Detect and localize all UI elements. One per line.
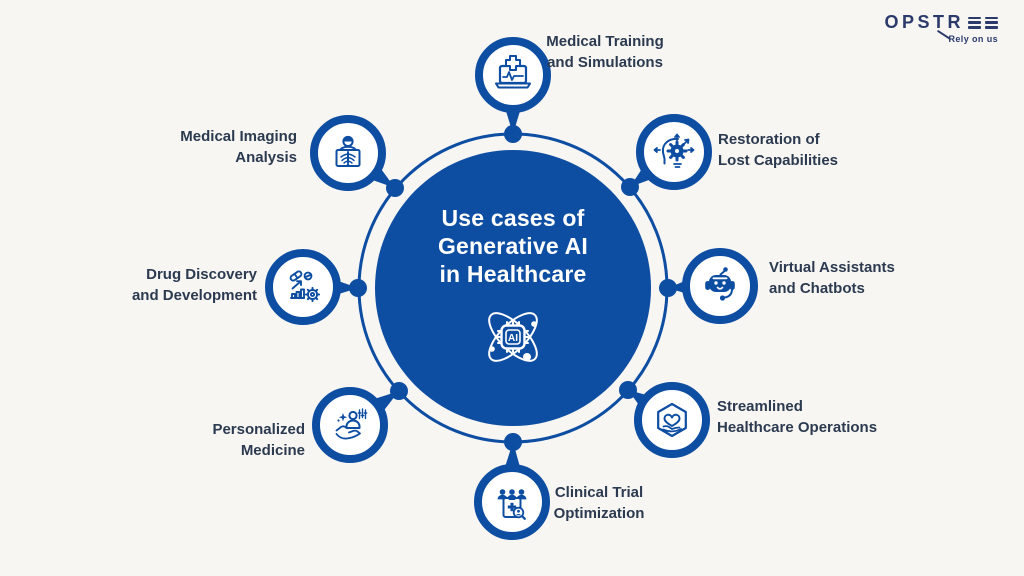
- label-line: Optimization: [553, 505, 645, 522]
- center-title-line: Use cases of: [441, 205, 585, 231]
- chatbot-robot-icon: [705, 267, 735, 301]
- logo-e-bars-icon: [968, 16, 981, 29]
- label-medical-training: Medical Training and Simulations: [537, 31, 673, 73]
- pills-chart-gear-icon: [289, 270, 321, 303]
- bubble-personalized-medicine: [312, 387, 388, 463]
- label-line: Medical Training: [546, 33, 664, 50]
- label-line: Restoration of: [718, 131, 820, 148]
- label-line: Analysis: [235, 149, 297, 166]
- bubble-drug-discovery: [265, 249, 341, 325]
- logo-tagline: Rely on us: [948, 34, 998, 44]
- xray-scan-icon: [335, 135, 361, 167]
- label-line: Drug Discovery: [146, 266, 257, 283]
- logo-brand: OPSTR: [884, 12, 998, 33]
- center-title-line: in Healthcare: [439, 261, 587, 287]
- label-virtual-assistants: Virtual Assistants and Chatbots: [769, 257, 949, 299]
- label-personalized-medicine: Personalized Medicine: [155, 419, 305, 461]
- label-line: Clinical Trial: [554, 484, 644, 501]
- label-line: Healthcare Operations: [717, 419, 878, 436]
- label-streamlined-operations: Streamlined Healthcare Operations: [717, 396, 907, 438]
- label-drug-discovery: Drug Discovery and Development: [97, 264, 257, 306]
- label-line: and Development: [131, 287, 257, 304]
- chip-label: AI: [508, 333, 518, 344]
- heart-hand-hexagon-icon: [657, 402, 687, 438]
- label-clinical-trial: Clinical Trial Optimization: [538, 482, 660, 524]
- logo-tagline-row: Rely on us: [884, 29, 998, 44]
- center-circle: [375, 150, 651, 426]
- patients-clipboard-icon: [497, 489, 527, 520]
- ai-chip-orbit-icon: AI: [488, 312, 538, 362]
- label-line: Lost Capabilities: [718, 152, 839, 169]
- label-line: and Simulations: [547, 54, 663, 71]
- label-line: Medicine: [240, 442, 305, 459]
- hand-person-care-icon: [335, 408, 368, 440]
- center-title: Use cases of Generative AI in Healthcare: [383, 204, 643, 288]
- bubble-streamlined-ops: [634, 382, 710, 458]
- label-medical-imaging: Medical Imaging Analysis: [137, 126, 297, 168]
- opstree-logo: OPSTR Rely on us: [884, 12, 998, 44]
- label-line: Streamlined: [717, 398, 803, 415]
- label-line: and Chatbots: [769, 280, 865, 297]
- medical-laptop-icon: [495, 55, 531, 89]
- logo-brand-text: OPSTR: [884, 12, 964, 32]
- mind-gear-arrows-icon: [653, 133, 695, 168]
- logo-e-bars-icon: [985, 16, 998, 29]
- label-restoration-capabilities: Restoration of Lost Capabilities: [718, 129, 898, 171]
- center-title-line: Generative AI: [437, 233, 589, 259]
- label-line: Virtual Assistants: [769, 259, 895, 276]
- label-line: Medical Imaging: [180, 128, 297, 145]
- label-line: Personalized: [212, 421, 305, 438]
